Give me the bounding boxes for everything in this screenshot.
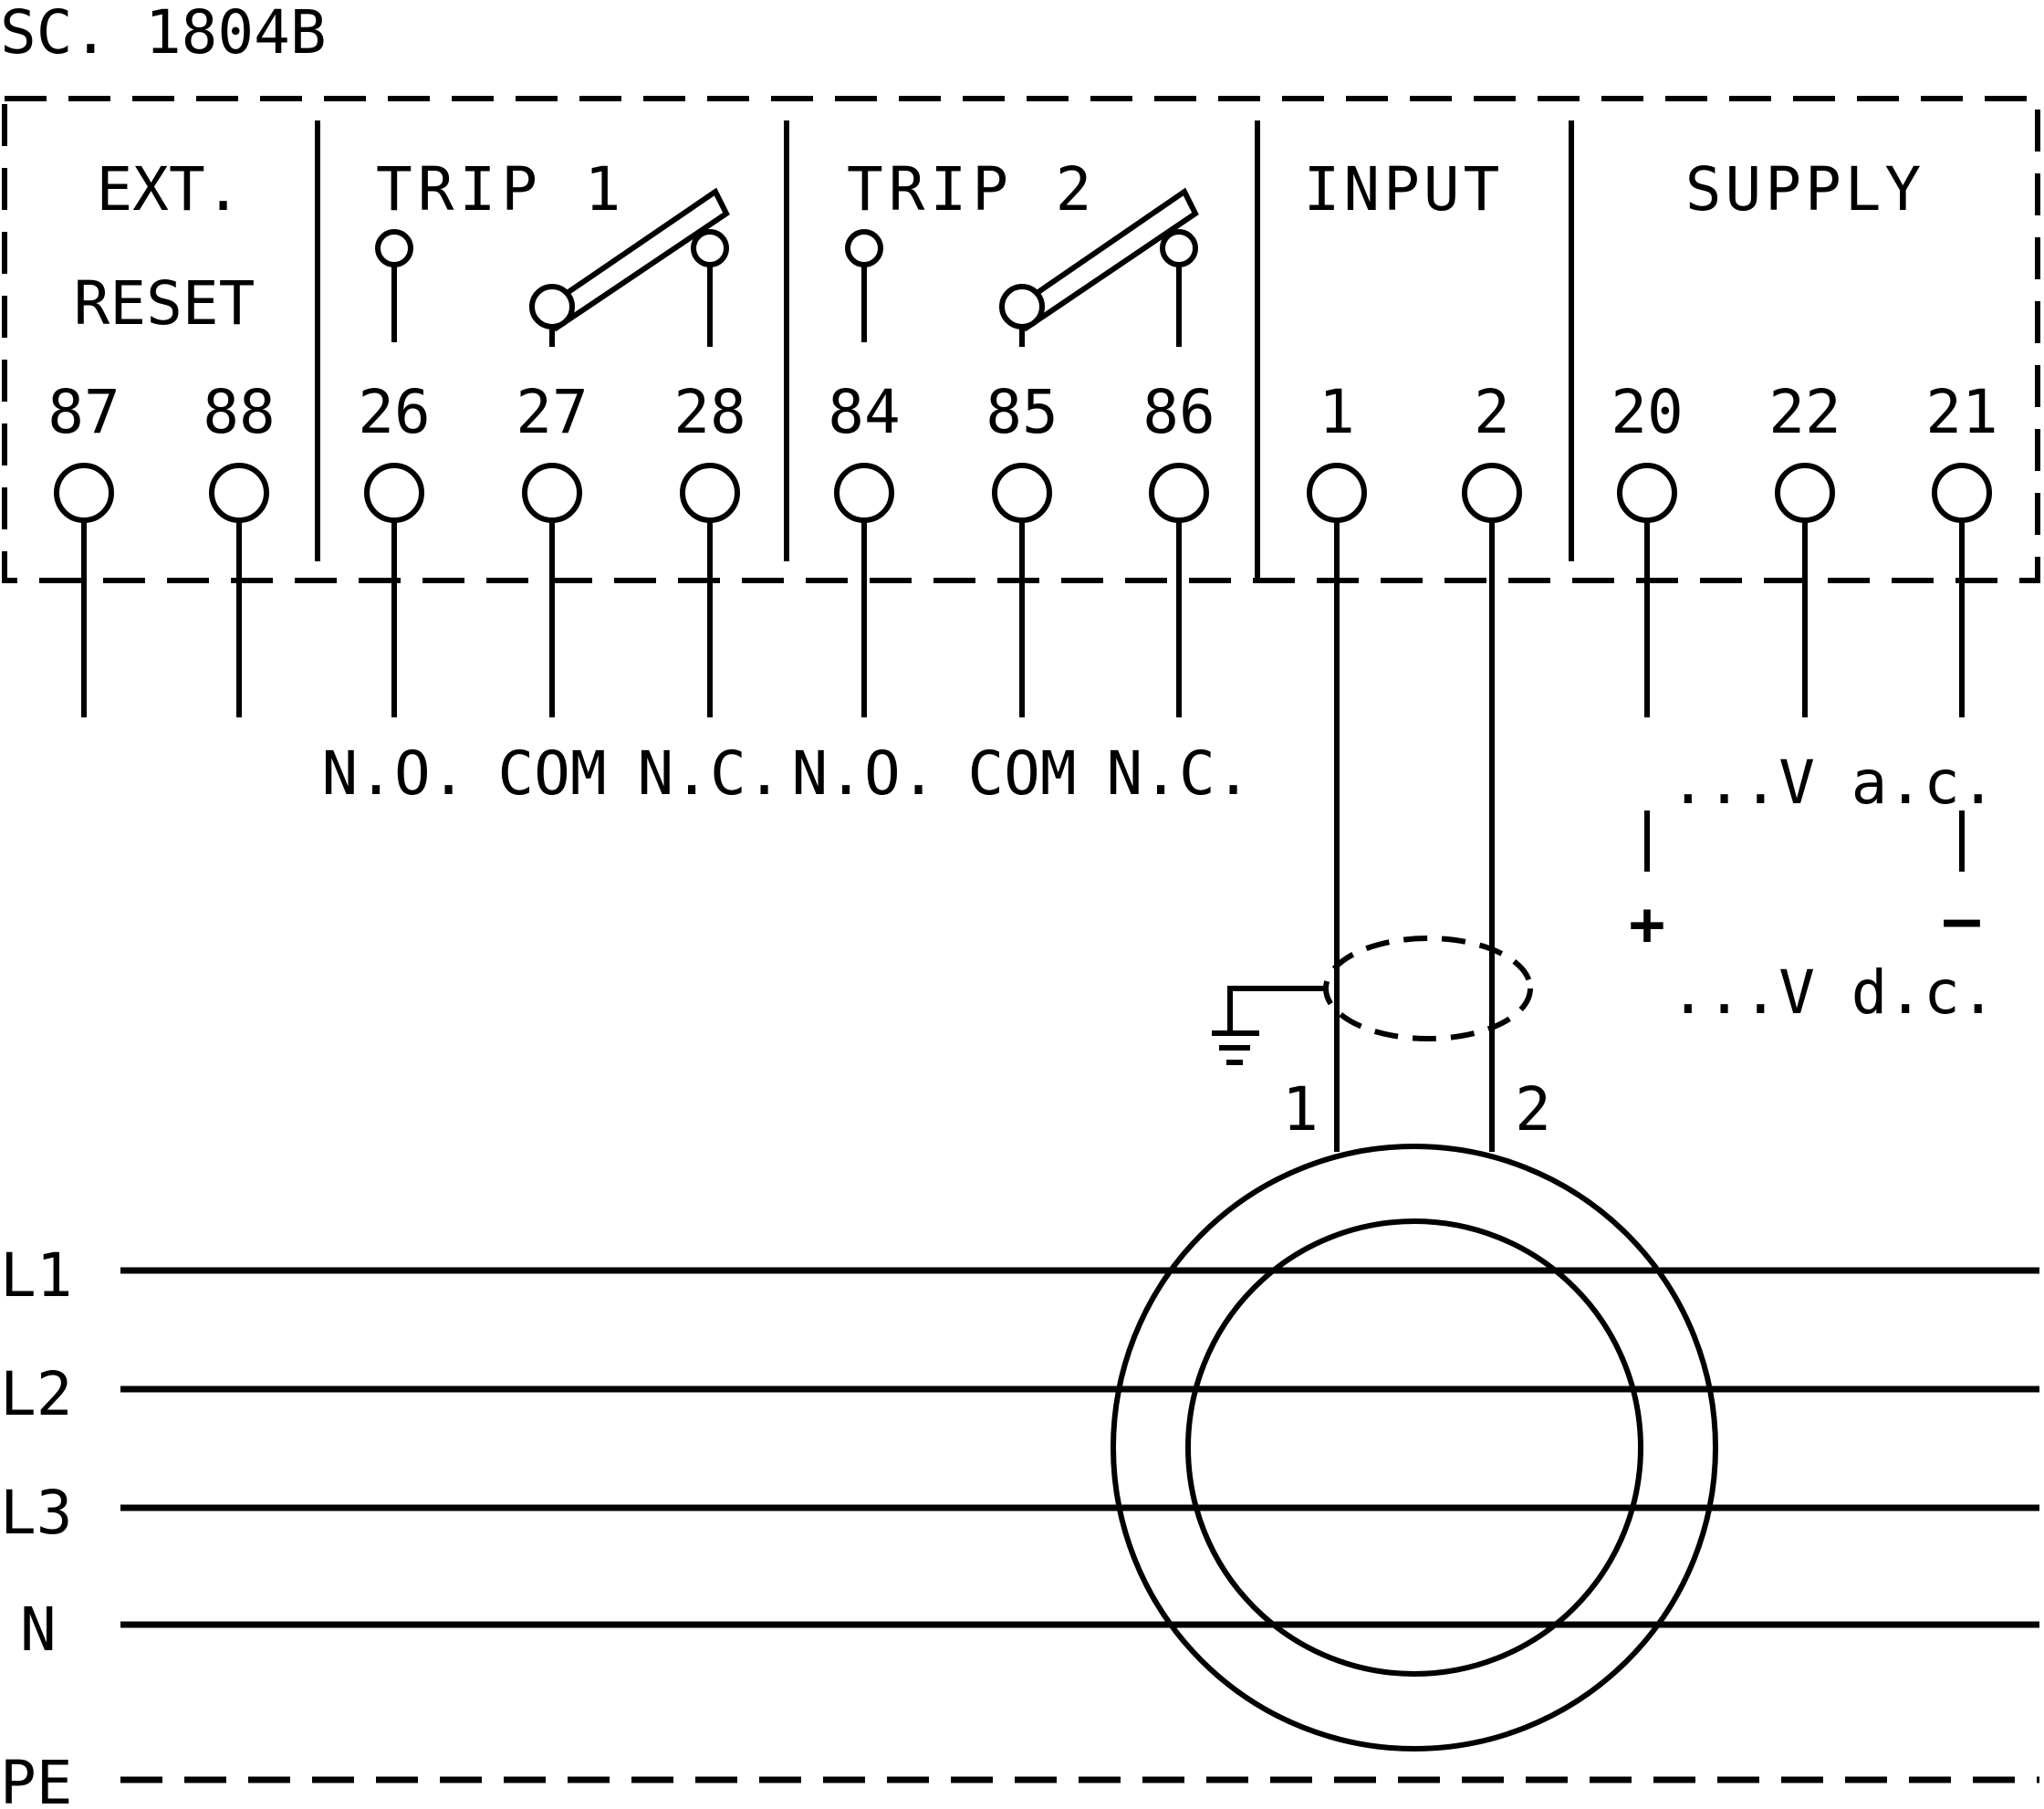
terminal-number: 88 [203,377,275,447]
terminal-number: 27 [516,377,588,447]
ext-reset-label-line2: RESET [74,268,256,339]
contact-label: COM [967,738,1076,809]
trip2-relay-symbol [845,187,1199,347]
conductor-label: PE [0,1748,72,1809]
terminal-circle [992,463,1052,523]
trip2-label: TRIP 2 [847,154,1097,225]
terminal-circle [364,463,424,523]
terminal-number: 85 [986,377,1058,447]
contact-labels: N.O. COM N.C. N.O. COM N.C. [322,738,1252,809]
terminal-number: 22 [1768,377,1841,447]
trip1-relay-symbol [375,187,730,347]
input-label: INPUT [1304,154,1504,225]
terminal-circle [54,463,114,523]
terminal-circle [1775,463,1835,523]
supply-annotation: ...V a.c. + — ...V d.c. [1629,748,1997,1028]
terminal-number: 2 [1474,377,1510,447]
contact-label: COM [497,738,606,809]
terminal-number: 26 [358,377,430,447]
terminal-circle [1307,463,1367,523]
terminal-leads [81,518,1965,1152]
conductor-labels: L1 L2 L3 N PE [0,1240,72,1809]
conductor-label: L2 [0,1359,72,1429]
terminal-number: 20 [1611,377,1683,447]
contact-label: N.C. [1107,738,1252,809]
trip1-label: TRIP 1 [376,154,626,225]
terminal-circle [522,463,582,523]
dc-voltage-label: ...V d.c. [1670,957,1997,1028]
terminal-circles [54,463,1992,523]
terminal-circle [1932,463,1992,523]
contact-label: N.O. [322,738,467,809]
terminal-circle [680,463,740,523]
toroidal-transformer [1111,1144,1718,1751]
minus-sign: — [1944,884,1980,955]
toroid-lead-label: 2 [1515,1074,1551,1145]
terminal-circle [1617,463,1677,523]
terminal-circle [834,463,894,523]
terminal-number: 28 [673,377,746,447]
supply-label: SUPPLY [1685,154,1924,225]
conductor-label: L3 [0,1478,72,1548]
terminal-circle [209,463,269,523]
ext-reset-label-line1: EXT. [97,154,242,225]
terminal-number: 21 [1925,377,1997,447]
contact-label: N.O. [792,738,937,809]
contact-label: N.C. [638,738,783,809]
conductor-label: L1 [0,1240,72,1311]
plus-sign: + [1629,889,1665,959]
terminal-number: 86 [1142,377,1215,447]
terminal-number: 87 [47,377,120,447]
terminal-number: 84 [828,377,900,447]
toroid-lead-label: 1 [1282,1074,1319,1145]
terminal-number: 1 [1319,377,1355,447]
diagram-title: SC. 1804B [0,0,327,68]
ac-voltage-label: ...V a.c. [1670,748,1997,818]
terminal-circle [1462,463,1522,523]
shield-ground-symbol [1212,936,1533,1065]
terminal-numbers: 87 88 26 27 28 84 85 86 1 2 20 22 21 [47,377,1997,447]
conductor-label: N [20,1595,57,1665]
conductor-lines [120,1267,2039,1783]
terminal-circle [1149,463,1209,523]
